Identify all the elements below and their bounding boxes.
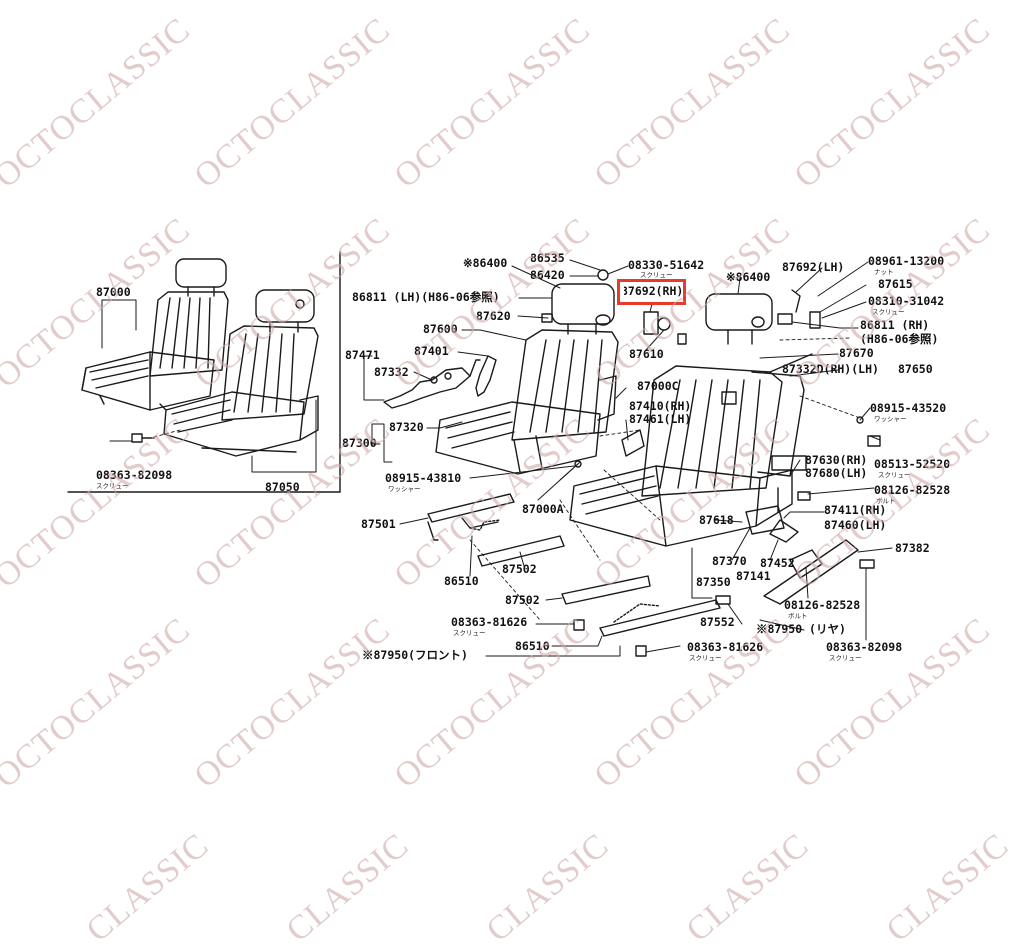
part-label-87618[interactable]: 87618: [699, 513, 734, 527]
seat-rails-lh: [428, 494, 720, 636]
part-label-87680-lh[interactable]: 87680(LH): [805, 466, 868, 480]
part-label-86400[interactable]: ※86400: [726, 270, 771, 284]
bolt-note: ボルト: [876, 497, 896, 505]
part-label-87410-rh[interactable]: 87410(RH): [629, 399, 692, 413]
part-label-87670[interactable]: 87670: [839, 346, 874, 360]
parts-diagram: [0, 0, 1024, 916]
part-label-87501[interactable]: 87501: [361, 517, 396, 531]
part-label-86420[interactable]: 86420: [530, 268, 565, 282]
recliner-lever-lh: [384, 356, 496, 408]
part-label-08330-51642[interactable]: 08330-51642: [628, 258, 705, 272]
part-label-87692-lh[interactable]: 87692(LH): [782, 260, 845, 274]
part-label-87650[interactable]: 87650: [898, 362, 933, 376]
part-label-08310-31042[interactable]: 08310-31042: [868, 294, 945, 308]
part-label-86535[interactable]: 86535: [530, 251, 565, 265]
bolt-note: ボルト: [788, 612, 808, 620]
part-label-08126-82528[interactable]: 08126-82528: [784, 598, 861, 612]
part-label-08915-43520[interactable]: 08915-43520: [870, 401, 947, 415]
washer-note: ワッシャー: [388, 485, 421, 493]
part-label-87950-front[interactable]: ※87950(フロント): [362, 648, 468, 662]
washer-note: ワッシャー: [874, 415, 907, 423]
part-label-08363-81626[interactable]: 08363-81626: [687, 640, 764, 654]
inset-seat-87000: [82, 259, 228, 410]
part-label-08363-82098[interactable]: 08363-82098: [826, 640, 903, 654]
part-label-87000c[interactable]: 87000C: [637, 379, 679, 393]
part-label-87692-rh[interactable]: 87692(RH): [621, 284, 684, 298]
screw-note: スクリュー: [96, 482, 129, 490]
part-label-87502[interactable]: 87502: [502, 562, 537, 576]
assembly-guides: [150, 338, 860, 620]
rear-seat-rh: [570, 294, 792, 546]
part-label-87000[interactable]: 87000: [96, 285, 131, 299]
part-label-08363-82098[interactable]: 08363-82098: [96, 468, 173, 482]
part-label-87471[interactable]: 87471: [345, 348, 380, 362]
part-label-87141[interactable]: 87141: [736, 569, 771, 583]
part-label-87050[interactable]: 87050: [265, 480, 300, 494]
part-label-08961-13200[interactable]: 08961-13200: [868, 254, 945, 268]
part-label-87320[interactable]: 87320: [389, 420, 424, 434]
part-label-86811-lh[interactable]: 86811 (LH)(H86-06参照): [352, 290, 500, 304]
part-label-87615[interactable]: 87615: [878, 277, 913, 291]
screw-note: スクリュー: [878, 471, 911, 479]
part-label-87620[interactable]: 87620: [476, 309, 511, 323]
part-label-08915-43810[interactable]: 08915-43810: [385, 471, 462, 485]
part-label-87401[interactable]: 87401: [414, 344, 449, 358]
part-label-87461-lh[interactable]: 87461(LH): [629, 412, 692, 426]
seat-rails-rh: [716, 506, 858, 604]
screw-note: スクリュー: [872, 308, 905, 316]
part-label-87300[interactable]: 87300: [342, 436, 377, 450]
part-label-87452[interactable]: 87452: [760, 556, 795, 570]
part-label-87000a[interactable]: 87000A: [522, 502, 564, 516]
nut-note: ナット: [874, 268, 894, 276]
leader-lines: [102, 260, 892, 656]
part-label-08513-52520[interactable]: 08513-52520: [874, 457, 951, 471]
part-label-87610[interactable]: 87610: [629, 347, 664, 361]
part-label-87600[interactable]: 87600: [423, 322, 458, 336]
part-label-87460-lh[interactable]: 87460(LH): [824, 518, 887, 532]
highlight-box: [617, 279, 686, 305]
front-seat-lh: [436, 284, 618, 474]
part-label-87552[interactable]: 87552: [700, 615, 735, 629]
part-label-86400[interactable]: ※86400: [463, 256, 508, 270]
part-label-87411-rh[interactable]: 87411(RH): [824, 503, 887, 517]
screw-note: スクリュー: [689, 654, 722, 662]
inset-screw-icon: [132, 434, 154, 442]
part-label-86510[interactable]: 86510: [515, 639, 550, 653]
part-label-87370[interactable]: 87370: [712, 554, 747, 568]
inset-seat-87050: [164, 290, 318, 456]
part-label-08363-81626[interactable]: 08363-81626: [451, 615, 528, 629]
part-label-87350[interactable]: 87350: [696, 575, 731, 589]
part-label-86811-rh-ref[interactable]: (H86-06参照): [860, 332, 939, 346]
part-label-87502[interactable]: 87502: [505, 593, 540, 607]
part-label-86811-rh[interactable]: 86811 (RH): [860, 318, 930, 332]
screw-note: スクリュー: [829, 654, 862, 662]
screw-note: スクリュー: [640, 271, 673, 279]
part-label-87950-rear[interactable]: ※87950 (リヤ): [756, 622, 846, 636]
part-label-87332d[interactable]: 87332D(RH)(LH): [782, 362, 879, 376]
part-label-87332[interactable]: 87332: [374, 365, 409, 379]
part-label-08126-82528[interactable]: 08126-82528: [874, 483, 951, 497]
part-label-87630-rh[interactable]: 87630(RH): [805, 453, 868, 467]
part-label-86510[interactable]: 86510: [444, 574, 479, 588]
screw-note: スクリュー: [453, 629, 486, 637]
part-label-87382[interactable]: 87382: [895, 541, 930, 555]
seat-back-panel: [752, 354, 812, 476]
